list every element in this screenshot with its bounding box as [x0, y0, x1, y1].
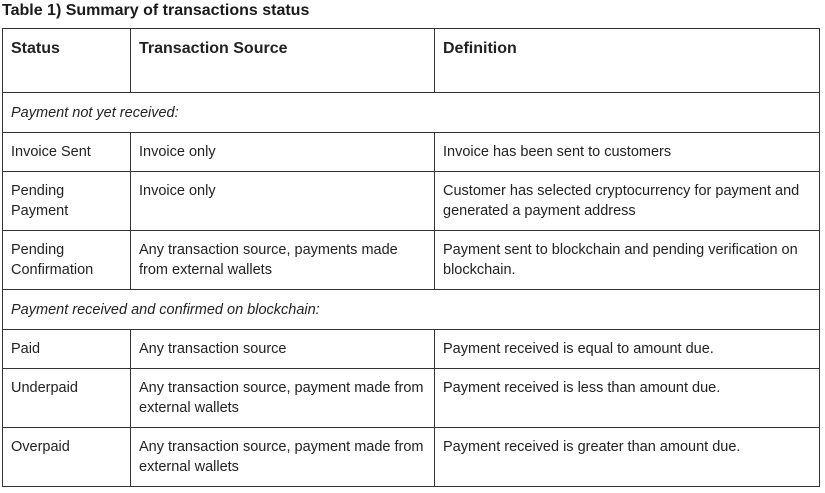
group-row-not-received: Payment not yet received: [2, 92, 820, 133]
status-cell: Invoice Sent [2, 132, 131, 172]
source-cell: Any transaction source, payment made fro… [130, 368, 435, 428]
group-row-received: Payment received and confirmed on blockc… [2, 289, 820, 330]
definition-cell: Payment received is equal to amount due. [434, 329, 820, 369]
definition-cell: Payment received is greater than amount … [434, 427, 820, 487]
header-transaction-source: Transaction Source [130, 28, 435, 93]
status-cell: Pending Confirmation [2, 230, 131, 290]
source-cell: Any transaction source, payment made fro… [130, 427, 435, 487]
source-cell: Invoice only [130, 132, 435, 172]
definition-cell: Customer has selected cryptocurrency for… [434, 171, 820, 231]
source-cell: Any transaction source, payments made fr… [130, 230, 435, 290]
table-row: Pending Confirmation Any transaction sou… [2, 230, 820, 290]
transactions-status-table: Status Transaction Source Definition Pay… [2, 28, 820, 487]
status-cell: Paid [2, 329, 131, 369]
status-cell: Underpaid [2, 368, 131, 428]
source-cell: Invoice only [130, 171, 435, 231]
definition-cell: Payment sent to blockchain and pending v… [434, 230, 820, 290]
definition-cell: Payment received is less than amount due… [434, 368, 820, 428]
table-caption: Table 1) Summary of transactions status [2, 2, 310, 19]
table-row: Paid Any transaction source Payment rece… [2, 329, 820, 369]
header-row: Status Transaction Source Definition [2, 28, 820, 93]
table-row: Overpaid Any transaction source, payment… [2, 427, 820, 487]
table-row: Pending Payment Invoice only Customer ha… [2, 171, 820, 231]
status-cell: Overpaid [2, 427, 131, 487]
source-cell: Any transaction source [130, 329, 435, 369]
header-status: Status [2, 28, 131, 93]
group-label: Payment received and confirmed on blockc… [2, 289, 820, 330]
table-row: Invoice Sent Invoice only Invoice has be… [2, 132, 820, 172]
status-cell: Pending Payment [2, 171, 131, 231]
definition-cell: Invoice has been sent to customers [434, 132, 820, 172]
table-row: Underpaid Any transaction source, paymen… [2, 368, 820, 428]
header-definition: Definition [434, 28, 820, 93]
group-label: Payment not yet received: [2, 92, 820, 133]
